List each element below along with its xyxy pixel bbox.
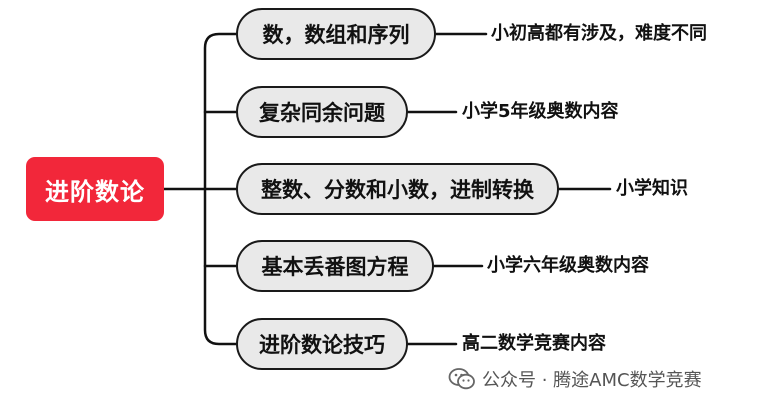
wechat-icon [448, 368, 475, 390]
topic-node-5: 进阶数论技巧 [236, 318, 408, 370]
topic-label: 复杂同余问题 [259, 101, 385, 125]
note-5: 高二数学竞赛内容 [462, 333, 606, 354]
topic-label: 进阶数论技巧 [259, 333, 385, 357]
root-label: 进阶数论 [45, 177, 145, 206]
watermark: 公众号 · 腾途AMC数学竞赛 [448, 366, 702, 392]
note-4: 小学六年级奥数内容 [487, 255, 649, 276]
topic-node-1: 数，数组和序列 [236, 8, 436, 60]
note-3: 小学知识 [616, 178, 688, 199]
topic-node-4: 基本丢番图方程 [236, 240, 434, 292]
note-1: 小初高都有涉及，难度不同 [491, 23, 707, 44]
watermark-text: 公众号 · 腾途AMC数学竞赛 [482, 370, 702, 391]
topic-node-3: 整数、分数和小数，进制转换 [236, 163, 559, 215]
topic-label: 整数、分数和小数，进制转换 [261, 178, 534, 202]
note-2: 小学5年级奥数内容 [462, 101, 619, 122]
topic-label: 基本丢番图方程 [261, 255, 409, 279]
topic-node-2: 复杂同余问题 [236, 86, 408, 138]
root-node: 进阶数论 [26, 157, 164, 221]
topic-label: 数，数组和序列 [262, 23, 410, 47]
